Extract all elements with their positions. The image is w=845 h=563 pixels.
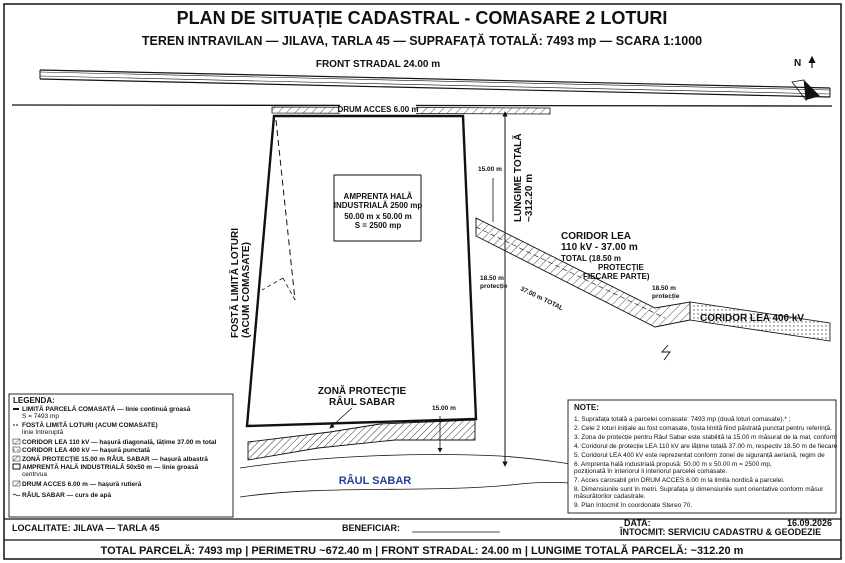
old-limit-line-1: FOSTĂ LIMITĂ LOTURI xyxy=(228,228,241,338)
access-road-label: DRUM ACCES 6.00 m xyxy=(337,105,418,114)
note-2: 2. Cele 2 loturi inițiale au fost comasa… xyxy=(574,425,832,432)
svg-text:CORIDOR LEA 400 kV — hașură pu: CORIDOR LEA 400 kV — hașură punctată xyxy=(22,447,150,454)
svg-text:CORIDOR LEA 110 kV — hașură di: CORIDOR LEA 110 kV — hașură diagonală, l… xyxy=(22,439,217,446)
legend-item-7: RÂUL SABAR — curs de apă xyxy=(12,490,111,499)
note-6: 6. Amprenta hală industrială propusă: 50… xyxy=(574,461,772,468)
total-length-line-1: LUNGIME TOTALĂ xyxy=(511,133,524,222)
notes: NOTE: 1. Suprafața totală a parcelei com… xyxy=(567,399,838,514)
total-length-line-2: ~312.20 m xyxy=(524,174,535,222)
svg-text:ZONĂ PROTECȚIE 15.00 m RÂUL SA: ZONĂ PROTECȚIE 15.00 m RÂUL SABAR — hașu… xyxy=(22,454,208,463)
svg-text:S = 7493 mp: S = 7493 mp xyxy=(22,413,59,420)
footer-intocmit: ÎNTOCMIT: SERVICIU CADASTRU & GEODEZIE xyxy=(619,526,821,537)
legend-item-6: DRUM ACCES 6.00 m — hașură rutieră xyxy=(12,480,142,488)
sheet-frame xyxy=(3,3,842,560)
old-limit-line-2: (ACUM COMASATE) xyxy=(241,242,252,338)
bottom-summary: TOTAL PARCELĂ: 7493 mp | PERIMETRU ~672.… xyxy=(101,544,744,557)
legend-item-0: LIMITĂ PARCELĂ COMASATĂ — linie continuă… xyxy=(13,404,191,420)
svg-text:linie întreruptă: linie întreruptă xyxy=(22,429,64,436)
note-7: 7. Acces carosabil prin DRUM ACCES 6.00 … xyxy=(574,477,785,484)
footer-beneficiar: BENEFICIAR: xyxy=(342,523,400,533)
hall-footprint: AMPRENTA HALĂ INDUSTRIALĂ 2500 mp 50.00 … xyxy=(333,174,423,242)
lea-400kv-corridor xyxy=(689,301,831,342)
note-1: 1. Suprafața totală a parcelei comasate:… xyxy=(574,416,791,423)
corridor-400-label: CORIDOR LEA 400 kV xyxy=(700,313,804,324)
svg-text:AMPRENTĂ HALĂ INDUSTRIALĂ 50x5: AMPRENTĂ HALĂ INDUSTRIALĂ 50x50 m — lini… xyxy=(22,462,199,471)
footer-data-value: 16.09.2026 xyxy=(787,518,832,528)
legend-item-5: AMPRENTĂ HALĂ INDUSTRIALĂ 50x50 m — lini… xyxy=(12,462,199,478)
north-label: N xyxy=(794,58,801,69)
note-4: 4. Coridorul de protecție LEA 110 kV are… xyxy=(574,443,838,450)
legend-item-1: FOSTĂ LIMITĂ LOTURI (ACUM COMASATE) lini… xyxy=(13,420,158,436)
svg-text:RÂUL SABAR — curs de apă: RÂUL SABAR — curs de apă xyxy=(22,490,111,499)
hall-line-2: INDUSTRIALĂ 2500 mp xyxy=(334,201,423,210)
legend-title: LEGENDA: xyxy=(13,396,55,405)
parcel-boundary xyxy=(245,114,478,428)
svg-text:centrvua: centrvua xyxy=(22,471,47,478)
footer-localitate: LOCALITATE: JILAVA — TARLA 45 xyxy=(12,523,160,533)
plan-subtitle: TEREN INTRAVILAN — JILAVA, TARLA 45 — SU… xyxy=(142,33,702,48)
front-road: FRONT STRADAL 24.00 m DRUM ACCES 6.00 m xyxy=(11,59,833,115)
note-3: 3. Zona de protecție pentru Râul Sabar e… xyxy=(574,434,837,441)
notes-title: NOTE: xyxy=(574,403,599,412)
dim-15-top: 15.00 m xyxy=(478,166,502,173)
svg-text:FOSTĂ LIMITĂ LOTURI (ACU: FOSTĂ LIMITĂ LOTURI (ACUM COMASATE) xyxy=(228,225,252,338)
svg-text:18.50 m protecție 18.5: 18.50 m protecție 18.50 m protecție xyxy=(480,275,680,300)
hall-line-4: S = 2500 mp xyxy=(355,221,402,230)
note-8: 8. Dimensiunile sunt în metri. Suprafața… xyxy=(574,486,824,493)
legend-item-4: ZONĂ PROTECȚIE 15.00 m RÂUL SABAR — hașu… xyxy=(12,454,208,463)
north-arrow-icon: N xyxy=(791,55,820,102)
hall-line-3: 50.00 m x 50.00 m xyxy=(344,212,412,221)
svg-text:FOSTĂ LIMITĂ LOTURI (ACUM COMA: FOSTĂ LIMITĂ LOTURI (ACUM COMASATE) xyxy=(22,420,158,429)
river-name: RÂUL SABAR xyxy=(339,474,412,487)
svg-text:TOTAL (18.50 m PROTECȚIE: TOTAL (18.50 m PROTECȚIE FIECARE PARTE) xyxy=(561,254,650,281)
note-8b: măsurătorilor cadastrale. xyxy=(574,493,646,500)
note-6b: poziționată în interiorul li interiorul … xyxy=(574,468,727,475)
svg-text:DRUM ACCES 6.00 m — hașură rut: DRUM ACCES 6.00 m — hașură rutieră xyxy=(22,481,142,488)
old-lot-limit: FOSTĂ LIMITĂ LOTURI (ACUM COMASATE) xyxy=(228,119,296,338)
legend-item-3: CORIDOR LEA 400 kV — hașură punctată xyxy=(12,446,150,454)
river-zone-line-2: RÂUL SABAR xyxy=(329,395,396,408)
river-protection-zone xyxy=(247,419,476,461)
note-9: 9. Plan întocmit în coordonate Stereo 70… xyxy=(574,502,692,509)
total-length-dimension: LUNGIME TOTALĂ ~312.20 m xyxy=(502,111,535,467)
dim-1850-left: 18.50 m xyxy=(480,275,504,282)
svg-text:LUNGIME TOTALĂ ~312.20 m: LUNGIME TOTALĂ ~312.20 m xyxy=(511,131,535,222)
note-5: 5. Coridorul LEA 400 kV este reprezentat… xyxy=(574,452,825,459)
corridor-110-label: CORIDOR LEA 110 kV - 37.00 m xyxy=(561,231,638,253)
plan-title: PLAN DE SITUAȚIE CADASTRAL - COMASARE 2 … xyxy=(177,8,668,28)
dim-1850-right: 18.50 m xyxy=(652,285,676,292)
river-zone-line-1: ZONĂ PROTECȚIE xyxy=(318,384,407,397)
footer-data-label: DATA: xyxy=(624,518,651,528)
legend-item-2: CORIDOR LEA 110 kV — hașură diagonală, l… xyxy=(12,438,217,446)
svg-text:LIMITĂ PARCELĂ COMASATĂ — lini: LIMITĂ PARCELĂ COMASATĂ — linie continuă… xyxy=(22,404,191,413)
hall-line-1: AMPRENTA HALĂ xyxy=(344,192,413,201)
lightning-icon xyxy=(661,344,671,361)
dim-15-river: 15.00 m xyxy=(432,405,456,412)
dim-37-total: 37.00 m TOTAL xyxy=(519,286,564,313)
legend: LEGENDA: LIMITĂ PARCELĂ COMASATĂ — linie… xyxy=(8,393,234,518)
front-road-label: FRONT STRADAL 24.00 m xyxy=(316,59,440,70)
